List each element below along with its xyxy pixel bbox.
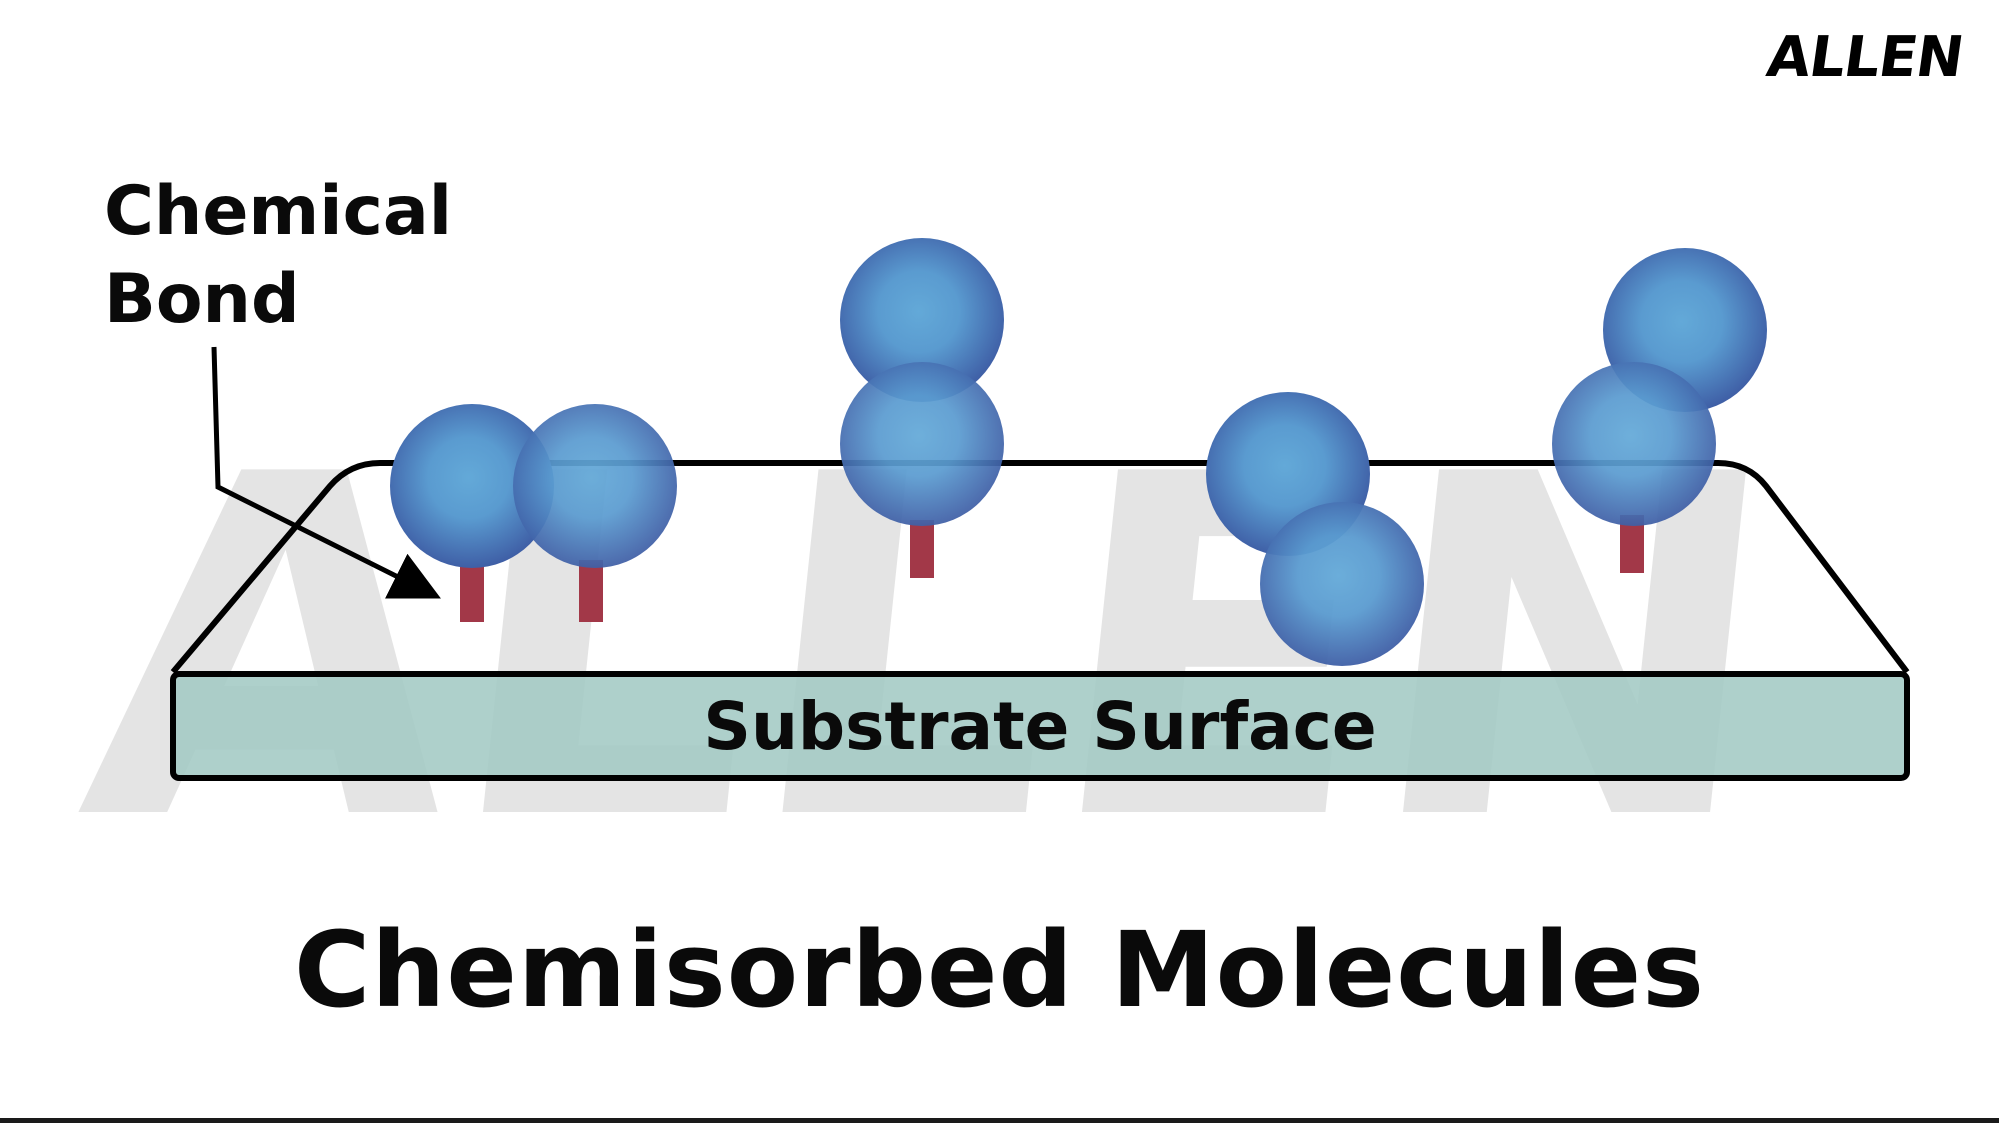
chemical-bond-label: Chemical Bond xyxy=(104,168,524,344)
atom xyxy=(1552,362,1716,526)
atom xyxy=(840,362,1004,526)
bond-label-line-1: Chemical xyxy=(104,172,453,251)
atom xyxy=(390,404,554,568)
diagram-title: Chemisorbed Molecules xyxy=(293,909,1706,1031)
bond-pointer-arrow xyxy=(211,346,441,599)
chemical-bond xyxy=(579,560,603,622)
molecule-tilted xyxy=(1552,248,1767,526)
chemical-bond xyxy=(910,520,934,578)
atom xyxy=(840,238,1004,402)
bottom-divider xyxy=(0,1118,1999,1123)
atom xyxy=(1260,502,1424,666)
substrate-top-face xyxy=(170,460,1910,674)
substrate-front-face xyxy=(170,671,1910,781)
chemical-bond xyxy=(460,560,484,622)
allen-logo: ALLEN xyxy=(1763,24,1967,90)
molecule-diagonal-unbonded xyxy=(1206,392,1424,666)
molecule-horizontal xyxy=(390,404,677,568)
bond-label-line-2: Bond xyxy=(104,260,300,339)
molecule-vertical xyxy=(840,238,1004,526)
atom xyxy=(513,404,677,568)
substrate-surface-label: Substrate Surface xyxy=(703,687,1377,765)
